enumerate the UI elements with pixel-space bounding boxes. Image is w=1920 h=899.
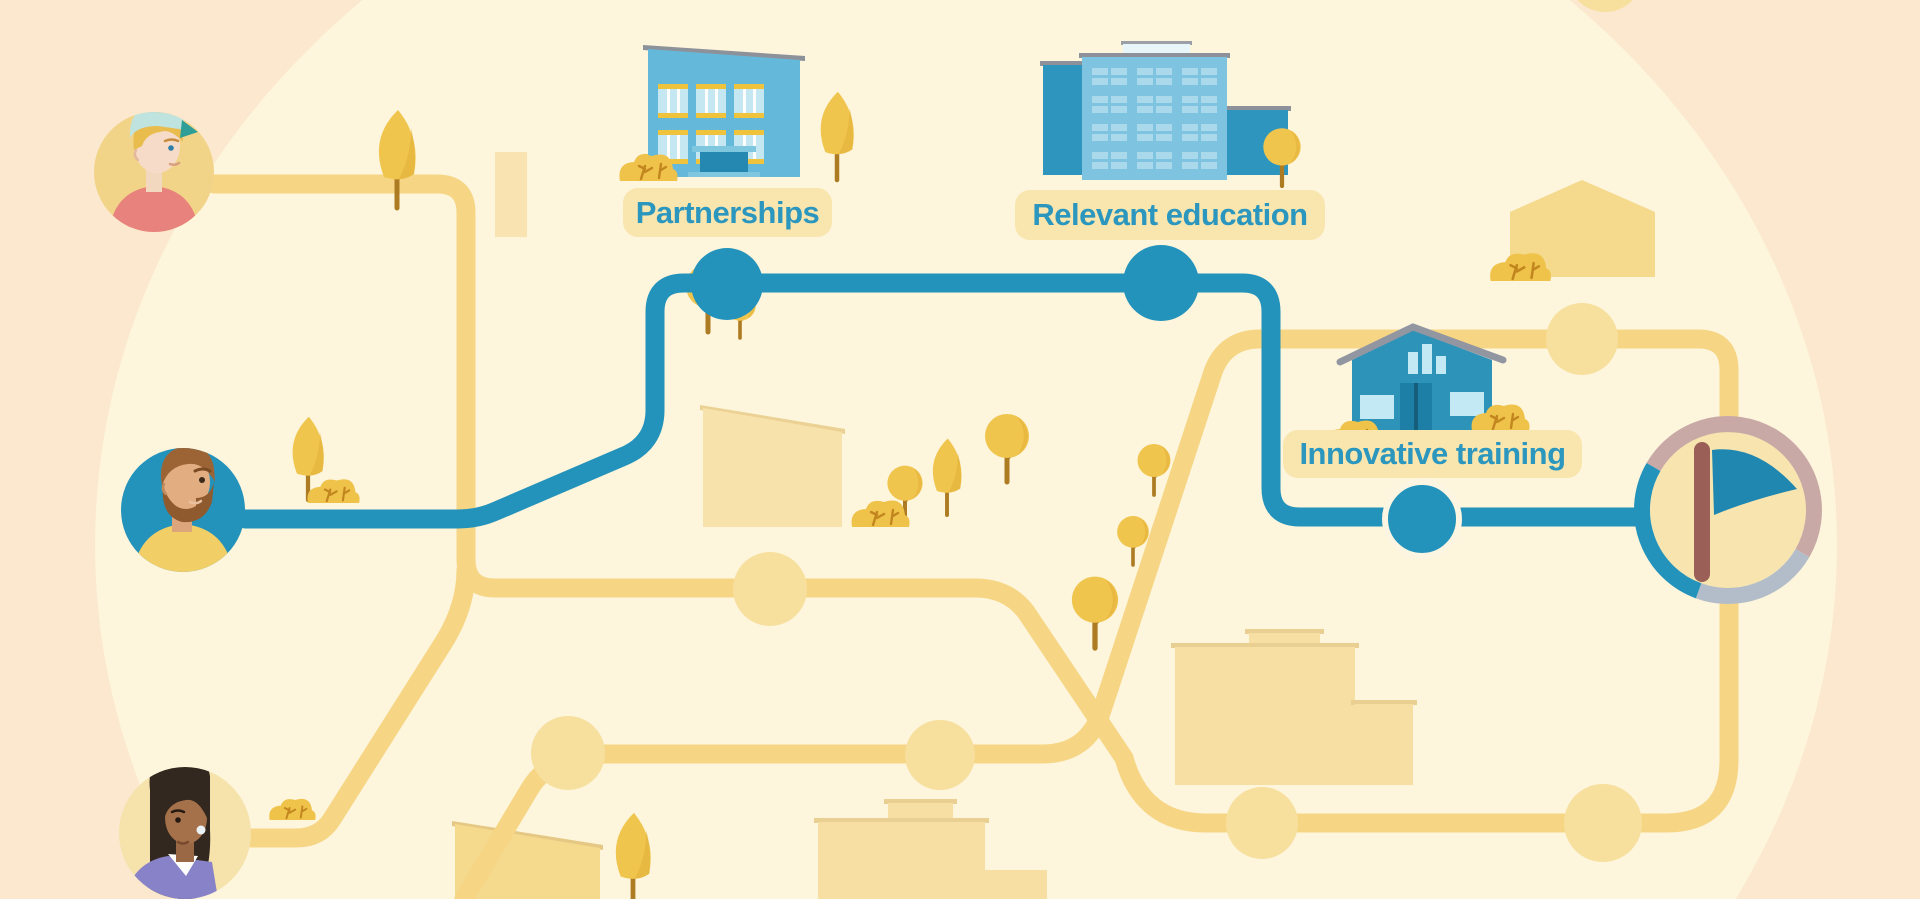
silhouette-bottom-center	[814, 799, 1047, 899]
earring	[196, 825, 206, 835]
window	[1450, 392, 1484, 416]
window	[1360, 395, 1394, 419]
yellow-nodes	[531, 0, 1642, 862]
avatar-woman	[119, 767, 251, 899]
label-innovative-training: Innovative training	[1283, 430, 1582, 478]
label-innovative-training-text: Innovative training	[1299, 436, 1566, 471]
label-partnerships-text: Partnerships	[635, 194, 820, 230]
label-relevant-education: Relevant education	[1015, 190, 1325, 240]
mouth	[188, 499, 203, 505]
blue-route	[235, 273, 1646, 529]
building-innovative-training	[1324, 323, 1531, 449]
node-top-edge	[1577, 0, 1633, 12]
door-canopy	[692, 146, 756, 152]
avatar-bearded-man	[121, 448, 245, 572]
mouth	[176, 840, 190, 845]
silhouette-bottom-right	[1171, 629, 1417, 785]
yellow-route-main	[204, 174, 1739, 899]
mouth	[168, 161, 181, 167]
yellow-route-avatar3-branch	[241, 560, 476, 848]
node-yellow-1	[733, 552, 807, 626]
hair	[161, 448, 215, 486]
beard	[162, 482, 214, 523]
yellow-route	[204, 174, 1739, 899]
ear	[133, 148, 140, 162]
node-yellow-6	[1546, 303, 1618, 375]
label-partnerships: Partnerships	[623, 188, 832, 237]
eye	[175, 817, 181, 823]
eye	[199, 477, 205, 483]
goal-medallion	[1633, 416, 1823, 604]
building-partnerships	[618, 45, 805, 183]
flag-icon	[1694, 442, 1797, 582]
node-yellow-2	[531, 716, 605, 790]
building-relevant-education	[1040, 41, 1301, 186]
background-ellipse	[95, 0, 1837, 899]
label-relevant-education-text: Relevant education	[1032, 197, 1308, 232]
ear	[161, 482, 168, 496]
cap-brim	[180, 120, 198, 138]
house-silhouette-top-right	[1510, 180, 1655, 277]
node-yellow-5	[1564, 784, 1642, 862]
node-yellow-3	[905, 720, 975, 790]
blue-station-nodes	[691, 245, 1462, 559]
station-node-relevant-education	[1123, 245, 1199, 321]
shirt	[133, 524, 233, 572]
shirt	[109, 186, 199, 232]
station-node-innovative-training	[1382, 479, 1462, 559]
node-yellow-4	[1226, 787, 1298, 859]
eye	[168, 145, 174, 151]
avatar-young-man	[94, 112, 214, 232]
face	[165, 792, 207, 844]
station-node-partnerships	[691, 248, 763, 320]
